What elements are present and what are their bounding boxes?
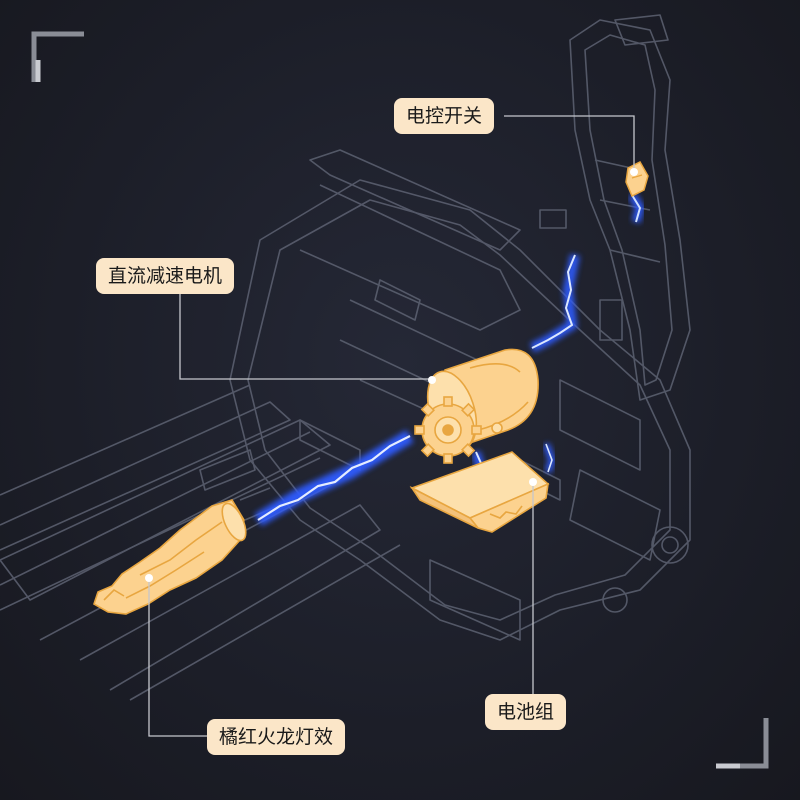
electric-switch-part (625, 161, 649, 198)
dragon-flame-light-part (93, 499, 247, 615)
callout-electric-switch: 电控开关 (394, 98, 495, 134)
callout-dc-gear-motor: 直流减速电机 (96, 258, 235, 294)
anchor-dots (145, 168, 638, 582)
corner-bracket-bottom-right-icon (716, 718, 769, 769)
corner-bracket-top-left-icon (31, 31, 84, 82)
battery-pack-part (409, 451, 550, 533)
dc-gear-motor-part (414, 348, 539, 464)
energy-arc-barrel (254, 429, 414, 527)
callout-dragon-flame-light: 橘红火龙灯效 (207, 719, 346, 755)
leader-lines (148, 115, 635, 737)
energy-arc-upper (529, 254, 580, 353)
energy-arc-switch (628, 192, 645, 224)
callout-battery-pack: 电池组 (485, 694, 567, 730)
